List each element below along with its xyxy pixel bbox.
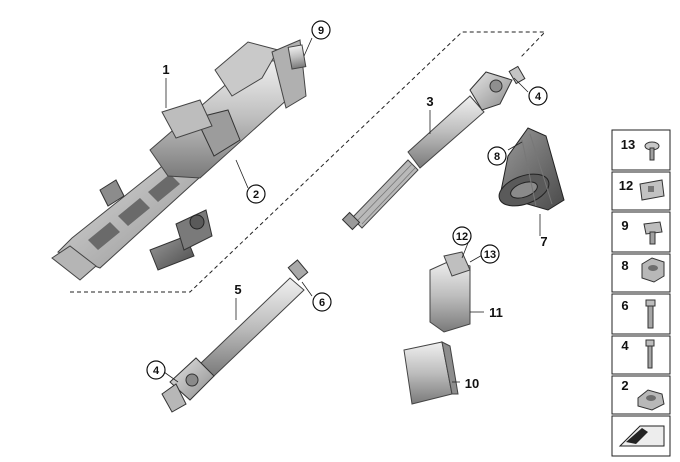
svg-text:6: 6 — [621, 298, 628, 313]
svg-text:8: 8 — [621, 258, 628, 273]
steering-boot — [498, 127, 565, 211]
callout-8: 8 — [487, 146, 507, 166]
control-unit — [403, 341, 459, 405]
upper-steering-shaft — [341, 65, 526, 231]
svg-text:12: 12 — [456, 231, 468, 243]
lower-steering-shaft — [161, 259, 309, 413]
screw-13-icon — [644, 141, 660, 161]
callout-4-upper: 4 — [528, 86, 548, 106]
panel-cell-2: 2 — [611, 375, 671, 415]
bolt-6-icon — [645, 299, 656, 329]
svg-text:4: 4 — [153, 365, 160, 377]
steering-column-housing — [51, 39, 307, 281]
label-10: 10 — [465, 376, 479, 391]
svg-text:12: 12 — [619, 178, 633, 193]
assembly-outline-dashed — [70, 31, 547, 293]
callout-13: 13 — [480, 244, 500, 264]
label-7: 7 — [540, 234, 547, 249]
callout-2: 2 — [246, 184, 266, 204]
svg-text:13: 13 — [484, 249, 496, 261]
svg-text:9: 9 — [318, 25, 324, 37]
panel-cell-12: 12 — [611, 171, 671, 211]
callout-9: 9 — [311, 20, 331, 40]
svg-text:8: 8 — [494, 151, 500, 163]
panel-cell-6: 6 — [611, 293, 671, 335]
label-11: 11 — [489, 305, 503, 320]
nut-2-icon — [637, 389, 665, 411]
panel-cell-logo — [611, 415, 671, 457]
svg-text:6: 6 — [319, 297, 325, 309]
svg-text:9: 9 — [621, 218, 628, 233]
label-5: 5 — [234, 282, 241, 297]
label-1: 1 — [162, 62, 169, 77]
callout-4-lower: 4 — [146, 360, 166, 380]
label-3: 3 — [426, 94, 433, 109]
svg-text:13: 13 — [621, 137, 635, 152]
callout-6: 6 — [312, 292, 332, 312]
svg-text:4: 4 — [621, 338, 629, 353]
bolt-4-icon — [645, 339, 655, 369]
bolt-9-icon — [643, 221, 663, 245]
svg-text:2: 2 — [253, 189, 259, 201]
svg-text:4: 4 — [535, 91, 542, 103]
panel-cell-13: 13 — [611, 129, 671, 171]
panel-cell-4: 4 — [611, 335, 671, 375]
diagram-arrow-icon — [618, 425, 665, 447]
small-parts-panel: 13 12 9 8 — [611, 129, 671, 457]
clip-nut-12-icon — [639, 179, 665, 201]
panel-cell-9: 9 — [611, 211, 671, 253]
nut-8-icon — [641, 257, 665, 283]
svg-text:2: 2 — [621, 378, 628, 393]
callout-12: 12 — [452, 226, 472, 246]
leader-lines — [163, 37, 541, 383]
panel-cell-8: 8 — [611, 253, 671, 293]
bracket-part — [429, 251, 471, 333]
